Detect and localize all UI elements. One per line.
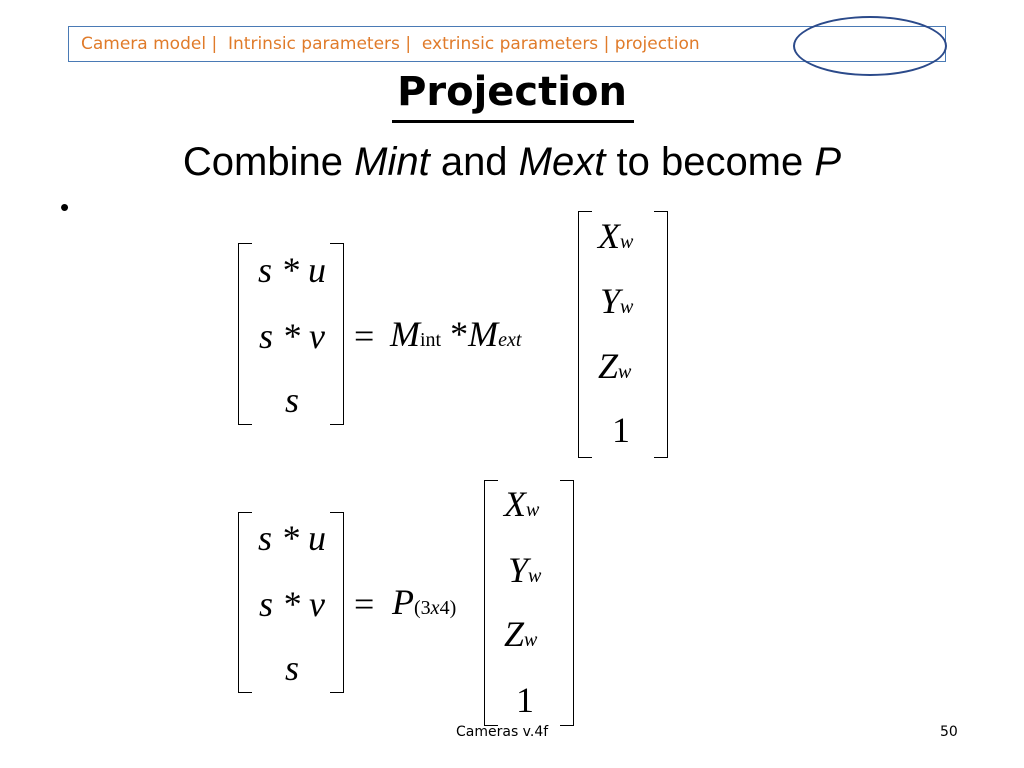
equals-sign: =: [354, 584, 375, 624]
lhs-right-bracket: [330, 512, 344, 693]
vector-entry: Zw: [504, 614, 538, 654]
vector-entry: Yw: [508, 550, 542, 590]
vector-left-bracket: [578, 211, 592, 458]
vector-entry: Yw: [600, 281, 634, 321]
slide-subtitle: Combine Mint and Mext to become P: [182, 140, 842, 184]
breadcrumb-separator: |: [211, 34, 218, 54]
breadcrumb-item-projection[interactable]: projection: [614, 34, 700, 54]
breadcrumb-separator: |: [405, 34, 412, 54]
slide-title: Projection: [397, 69, 627, 115]
breadcrumb-separator: |: [603, 34, 610, 54]
lhs-left-bracket: [238, 243, 252, 425]
bullet-point: •: [60, 192, 70, 222]
page-number: 50: [940, 724, 958, 740]
vector-entry: 1: [516, 680, 534, 720]
breadcrumb-item-camera-model[interactable]: Camera model: [81, 34, 207, 54]
lhs-entry: s: [284, 380, 299, 420]
lhs-right-bracket: [330, 243, 344, 425]
lhs-entry: s * v: [259, 584, 325, 624]
breadcrumb-item-intrinsic-parameters[interactable]: Intrinsic parameters: [228, 34, 400, 54]
vector-entry: Zw: [598, 346, 632, 386]
lhs-entry: s: [284, 648, 299, 688]
vector-left-bracket: [484, 480, 498, 726]
lhs-left-bracket: [238, 512, 252, 693]
vector-entry: Xw: [504, 484, 540, 524]
lhs-entry: s * u: [257, 518, 326, 558]
breadcrumb-item-extrinsic-parameters[interactable]: extrinsic parameters: [421, 34, 599, 54]
vector-entry: Xw: [598, 216, 634, 256]
vector-entry: 1: [612, 410, 630, 450]
breadcrumb-row: Camera model | Intrinsic parameters | ex…: [81, 34, 700, 54]
p-symbol: P(3x4): [392, 582, 457, 622]
breadcrumb: Camera model | Intrinsic parameters | ex…: [68, 26, 946, 62]
footer-label: Cameras v.4f: [456, 724, 549, 740]
lhs-entry: s * v: [259, 316, 325, 356]
equals-sign: =: [354, 316, 375, 356]
title-underline: [392, 120, 634, 123]
vector-right-bracket: [654, 211, 668, 458]
mint-symbol: Mint *Mext: [390, 314, 522, 354]
vector-right-bracket: [560, 480, 574, 726]
lhs-entry: s * u: [257, 250, 326, 290]
active-section-highlight: [793, 16, 947, 76]
